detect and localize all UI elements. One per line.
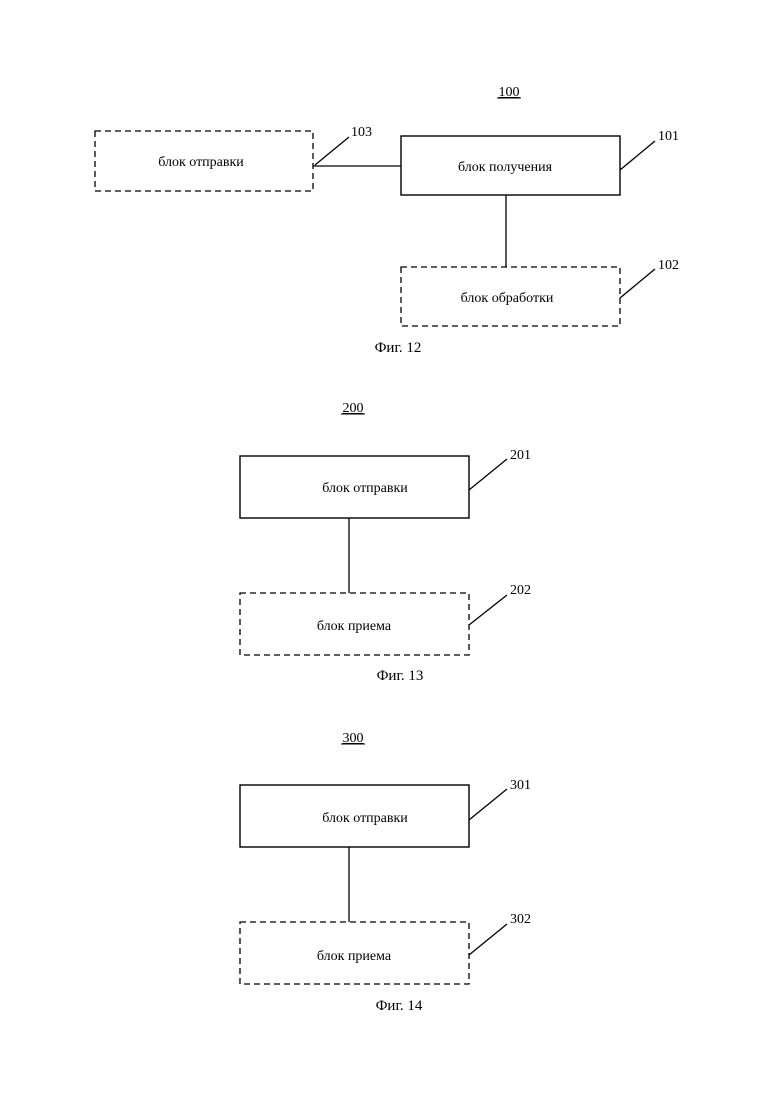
figure-13-ref-201-leader xyxy=(469,459,507,490)
figure-13-receive-block-label: блок приема xyxy=(317,619,392,634)
figure-13-receive-block: блок приема xyxy=(240,593,469,655)
figure-12-ref-103: 103 xyxy=(351,125,372,140)
figure-13-ref-202-leader xyxy=(469,595,507,625)
figure-12-receive-block: блок получения xyxy=(401,136,620,195)
figure-12-process-block-label: блок обработки xyxy=(461,291,554,306)
figure-14-caption: Фиг. 14 xyxy=(376,998,423,1014)
figure-12-caption: Фиг. 12 xyxy=(375,340,422,356)
figure-14-send-block-label: блок отправки xyxy=(322,811,408,826)
figure-14: 300 блок отправки блок приема 301 302 Фи… xyxy=(240,731,531,1014)
figure-13-send-block-label: блок отправки xyxy=(322,481,408,496)
figure-12: 100 блок отправки блок получения блок об… xyxy=(95,85,679,356)
figure-12-ref-101: 101 xyxy=(658,129,679,144)
figure-13-ref-201: 201 xyxy=(510,448,531,463)
figure-14-send-block: блок отправки xyxy=(240,785,469,847)
figure-12-process-block: блок обработки xyxy=(401,267,620,326)
figure-12-ref-101-leader xyxy=(620,141,655,170)
figure-12-ref-103-leader xyxy=(315,137,349,165)
figure-14-ref-302-leader xyxy=(469,924,507,955)
figure-12-ref-102: 102 xyxy=(658,258,679,273)
figure-12-send-block-label: блок отправки xyxy=(158,155,244,170)
figure-13-caption: Фиг. 13 xyxy=(377,668,424,684)
figure-13-ref-202: 202 xyxy=(510,583,531,598)
figure-14-ref-301: 301 xyxy=(510,778,531,793)
figure-12-ref-102-leader xyxy=(620,269,655,298)
figure-12-receive-block-label: блок получения xyxy=(458,160,553,175)
figure-13-send-block: блок отправки xyxy=(240,456,469,518)
figure-14-ref-301-leader xyxy=(469,789,507,820)
figure-12-send-block: блок отправки xyxy=(95,131,313,191)
figure-13: 200 блок отправки блок приема 201 202 Фи… xyxy=(240,401,531,684)
figure-14-ref-302: 302 xyxy=(510,912,531,927)
figure-14-receive-block: блок приема xyxy=(240,922,469,984)
figure-14-receive-block-label: блок приема xyxy=(317,949,392,964)
